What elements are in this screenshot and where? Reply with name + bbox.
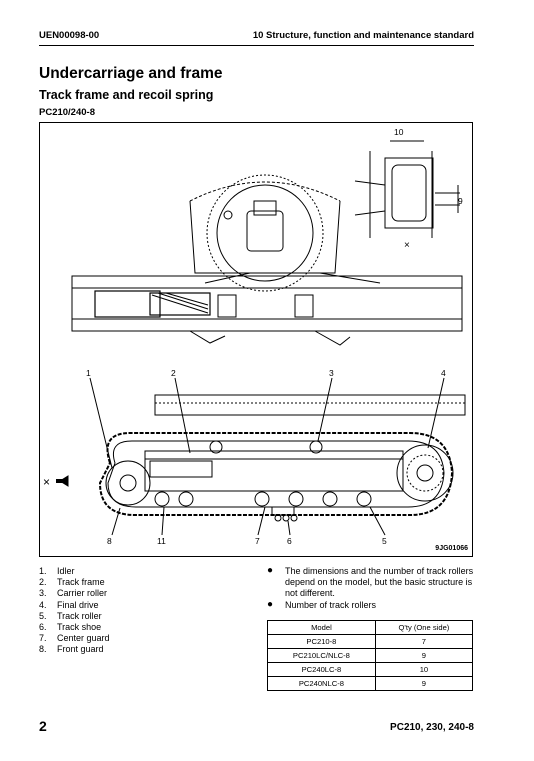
model-line: PC210/240-8 <box>39 107 95 118</box>
track-roller <box>356 491 372 507</box>
carrier-roller <box>309 440 323 454</box>
dimension-inset <box>354 140 460 238</box>
legend-item: 3.Carrier roller <box>39 588 108 599</box>
callout-3: 3 <box>329 368 334 378</box>
legend-item: 7.Center guard <box>39 633 110 644</box>
swing-circle <box>206 174 324 292</box>
legend-list: 1.Idler 2.Track frame 3.Carrier roller 4… <box>39 566 110 656</box>
table-cell: PC210LC/NLC-8 <box>267 648 376 663</box>
callout-6: 6 <box>287 536 292 546</box>
table-cell: 10 <box>374 662 474 677</box>
table-header: Model <box>267 620 376 635</box>
note-roller-count: ● Number of track rollers <box>267 598 377 610</box>
callout-5: 5 <box>382 536 387 546</box>
track-roller <box>322 491 338 507</box>
page-subtitle: Track frame and recoil spring <box>39 88 214 102</box>
figure-frame: 10 9 × × 1 2 3 4 5 6 7 8 11 9JG01066 <box>39 122 473 557</box>
table-header-row: Model Q'ty (One side) <box>267 620 474 635</box>
table-row: PC240NLC-8 9 <box>267 676 474 691</box>
track-roller <box>288 491 304 507</box>
carrier-roller <box>209 440 223 454</box>
legend-item: 4.Final drive <box>39 599 99 610</box>
section-title: 10 Structure, function and maintenance s… <box>252 30 474 41</box>
bullet-icon: ● <box>267 565 274 576</box>
note-dimensions: ● The dimensions and the number of track… <box>267 565 474 599</box>
dimension-10-label: 10 <box>394 127 404 137</box>
header-rule <box>39 45 474 46</box>
side-track-frame <box>144 450 404 492</box>
callout-8: 8 <box>107 536 112 546</box>
table-row: PC240LC-8 10 <box>267 662 474 677</box>
undercarriage-drawing <box>56 140 466 536</box>
doc-code: UEN00098-00 <box>39 30 100 41</box>
table-cell: PC240LC-8 <box>267 662 376 677</box>
page-number: 2 <box>39 718 47 734</box>
table-cell: PC210-8 <box>267 634 376 649</box>
bullet-icon: ● <box>267 598 274 610</box>
track-chain <box>98 432 454 516</box>
table-cell: 9 <box>374 648 474 663</box>
upper-body-outline <box>189 200 341 274</box>
legend-item: 1.Idler <box>39 566 75 576</box>
top-track-frame <box>71 275 463 332</box>
track-roller <box>154 491 170 507</box>
callout-2: 2 <box>171 368 176 378</box>
legend-item: 6.Track shoe <box>39 622 102 633</box>
table-cell: PC240NLC-8 <box>267 676 376 691</box>
table-cell: 7 <box>374 634 474 649</box>
track-roller <box>254 491 270 507</box>
final-drive <box>396 444 454 502</box>
legend-item: 5.Track roller <box>39 610 102 621</box>
page-title: Undercarriage and frame <box>39 65 223 82</box>
notes: ● The dimensions and the number of track… <box>267 565 477 611</box>
callout-1: 1 <box>86 368 91 378</box>
table-row: PC210-8 7 <box>267 634 474 649</box>
callout-4: 4 <box>441 368 446 378</box>
footer-models: PC210, 230, 240-8 <box>390 722 474 733</box>
x-mark-top: × <box>404 240 410 251</box>
track-roller-table: Model Q'ty (One side) PC210-8 7 PC210LC/… <box>267 620 474 691</box>
legend-item: 2.Track frame <box>39 577 105 588</box>
callout-7: 7 <box>255 536 260 546</box>
table-cell: 9 <box>374 676 474 691</box>
table-row: PC210LC/NLC-8 9 <box>267 648 474 663</box>
x-mark-side: × <box>43 475 51 489</box>
idler <box>105 460 151 506</box>
callout-11: 11 <box>157 536 166 546</box>
legend-item: 8.Front guard <box>39 644 104 655</box>
figure-code: 9JG01066 <box>435 545 468 552</box>
dimension-9-label: 9 <box>458 196 463 206</box>
table-header: Q'ty (One side) <box>374 620 474 635</box>
track-roller <box>178 491 194 507</box>
